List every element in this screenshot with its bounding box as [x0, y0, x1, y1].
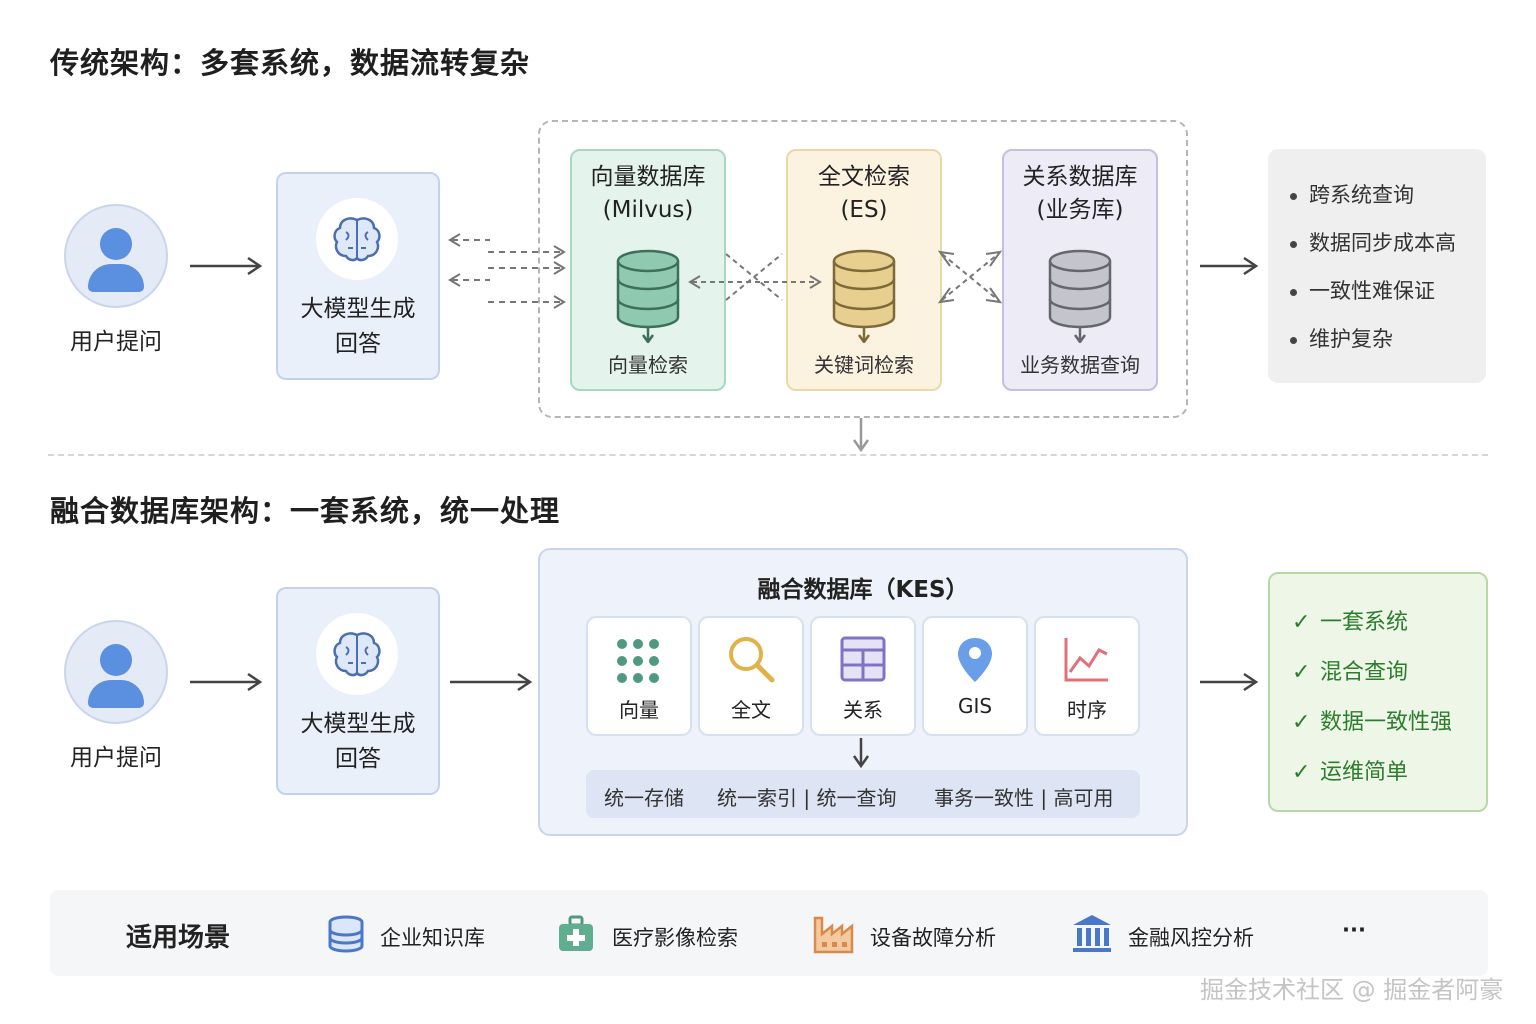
database-group	[538, 120, 1188, 418]
cross-arrows-1	[688, 253, 822, 301]
search-icon	[729, 637, 775, 683]
benefit-item: ✓运维简单	[1292, 760, 1409, 785]
user-label: 用户提问	[70, 329, 162, 355]
user-avatar-icon	[64, 620, 168, 724]
scenario-item: 企业知识库	[380, 926, 485, 950]
medical-kit-icon	[559, 915, 593, 951]
user-avatar-icon	[64, 204, 168, 308]
llm-label-line1: 大模型生成	[300, 296, 416, 322]
map-pin-icon	[958, 638, 992, 682]
factory-icon	[813, 916, 854, 954]
fulltext-db-title: 全文检索	[818, 164, 910, 190]
fulltext-db-function: 关键词检索	[814, 353, 914, 377]
unified-storage: 统一存储	[604, 786, 684, 810]
relational-db-card: 关系数据库 (业务库) 业务数据查询	[1002, 149, 1158, 391]
relational-db-title: 关系数据库	[1022, 164, 1138, 190]
scenarios-bar	[50, 890, 1488, 976]
capability-label: 全文	[731, 698, 771, 722]
user-label: 用户提问	[70, 745, 162, 771]
relational-db-function: 业务数据查询	[1020, 353, 1140, 377]
benefit-item: ✓一套系统	[1292, 610, 1409, 635]
capability-label: 向量	[619, 698, 659, 722]
brain-icon	[316, 198, 398, 280]
benefit-item: ✓数据一致性强	[1292, 710, 1453, 735]
llm-label-line2: 回答	[335, 331, 381, 357]
arrow-right-icon	[190, 672, 263, 692]
issue-item: 数据同步成本高	[1290, 227, 1456, 257]
vector-db-card: 向量数据库 (Milvus) 向量检索	[570, 149, 726, 391]
arrow-right-icon	[450, 672, 533, 692]
unified-features-bar: 统一存储 统一索引 | 统一查询 事务一致性 | 高可用	[586, 770, 1140, 818]
section-divider	[48, 454, 1488, 456]
relational-db-subtitle: (业务库)	[1036, 197, 1124, 223]
check-icon: ✓	[1292, 610, 1311, 635]
relational-db-cylinder-icon	[1048, 249, 1112, 343]
bank-icon	[1073, 915, 1111, 952]
check-icon: ✓	[1292, 760, 1311, 785]
capability-card-fulltext: 全文	[698, 616, 804, 736]
user-block: 用户提问	[46, 620, 186, 772]
user-block: 用户提问	[46, 204, 186, 356]
arrow-right-icon	[1200, 256, 1259, 276]
grid-dots-icon	[617, 639, 659, 683]
arrow-down-icon	[852, 418, 870, 453]
issues-box: 跨系统查询 数据同步成本高 一致性难保证 维护复杂	[1268, 149, 1486, 383]
fulltext-db-card: 全文检索 (ES) 关键词检索	[786, 149, 942, 391]
scenario-item: 设备故障分析	[870, 926, 996, 950]
scenarios-title: 适用场景	[126, 923, 231, 953]
check-icon: ✓	[1292, 710, 1311, 735]
capability-label: GIS	[957, 694, 993, 718]
capability-label: 关系	[843, 698, 883, 722]
check-icon: ✓	[1292, 660, 1311, 685]
unified-transaction: 事务一致性 | 高可用	[934, 786, 1114, 810]
benefit-item: ✓混合查询	[1292, 660, 1409, 685]
database-stack-icon	[328, 915, 364, 953]
watermark: 掘金技术社区 @ 掘金者阿豪	[1200, 976, 1504, 1004]
vector-db-subtitle: (Milvus)	[602, 197, 694, 223]
vector-db-function: 向量检索	[608, 353, 688, 377]
benefits-box: ✓一套系统 ✓混合查询 ✓数据一致性强 ✓运维简单	[1268, 572, 1488, 812]
scenario-item: 医疗影像检索	[612, 926, 738, 950]
arrow-down-icon	[852, 738, 870, 769]
vector-db-cylinder-icon	[616, 249, 680, 343]
capability-card-relational: 关系	[810, 616, 916, 736]
scenario-item: 金融风控分析	[1128, 926, 1254, 950]
fulltext-db-cylinder-icon	[832, 249, 896, 343]
cross-arrows-2	[937, 250, 1003, 304]
llm-label-line2: 回答	[335, 746, 381, 772]
kes-title: 融合数据库（KES）	[757, 577, 969, 603]
arrow-right-icon	[190, 256, 263, 276]
capability-label: 时序	[1067, 698, 1107, 722]
llm-box: 大模型生成 回答	[276, 587, 440, 795]
line-chart-icon	[1064, 638, 1108, 682]
unified-index-query: 统一索引 | 统一查询	[717, 786, 897, 810]
brain-icon	[316, 613, 398, 695]
llm-box: 大模型生成 回答	[276, 172, 440, 380]
issue-item: 维护复杂	[1290, 323, 1393, 353]
issue-item: 跨系统查询	[1290, 179, 1414, 209]
capability-card-vector: 向量	[586, 616, 692, 736]
arrow-right-icon	[1200, 672, 1259, 692]
traditional-title: 传统架构：多套系统，数据流转复杂	[50, 46, 531, 80]
bidirectional-arrows	[448, 233, 566, 309]
more-ellipsis: ···	[1342, 918, 1366, 942]
llm-label-line1: 大模型生成	[300, 711, 416, 737]
vector-db-title: 向量数据库	[590, 164, 706, 190]
capability-card-gis: GIS	[922, 616, 1028, 736]
fusion-title: 融合数据库架构：一套系统，统一处理	[50, 494, 561, 528]
fulltext-db-subtitle: (ES)	[840, 197, 888, 223]
table-icon	[840, 636, 886, 682]
issue-item: 一致性难保证	[1290, 275, 1435, 305]
capability-card-timeseries: 时序	[1034, 616, 1140, 736]
